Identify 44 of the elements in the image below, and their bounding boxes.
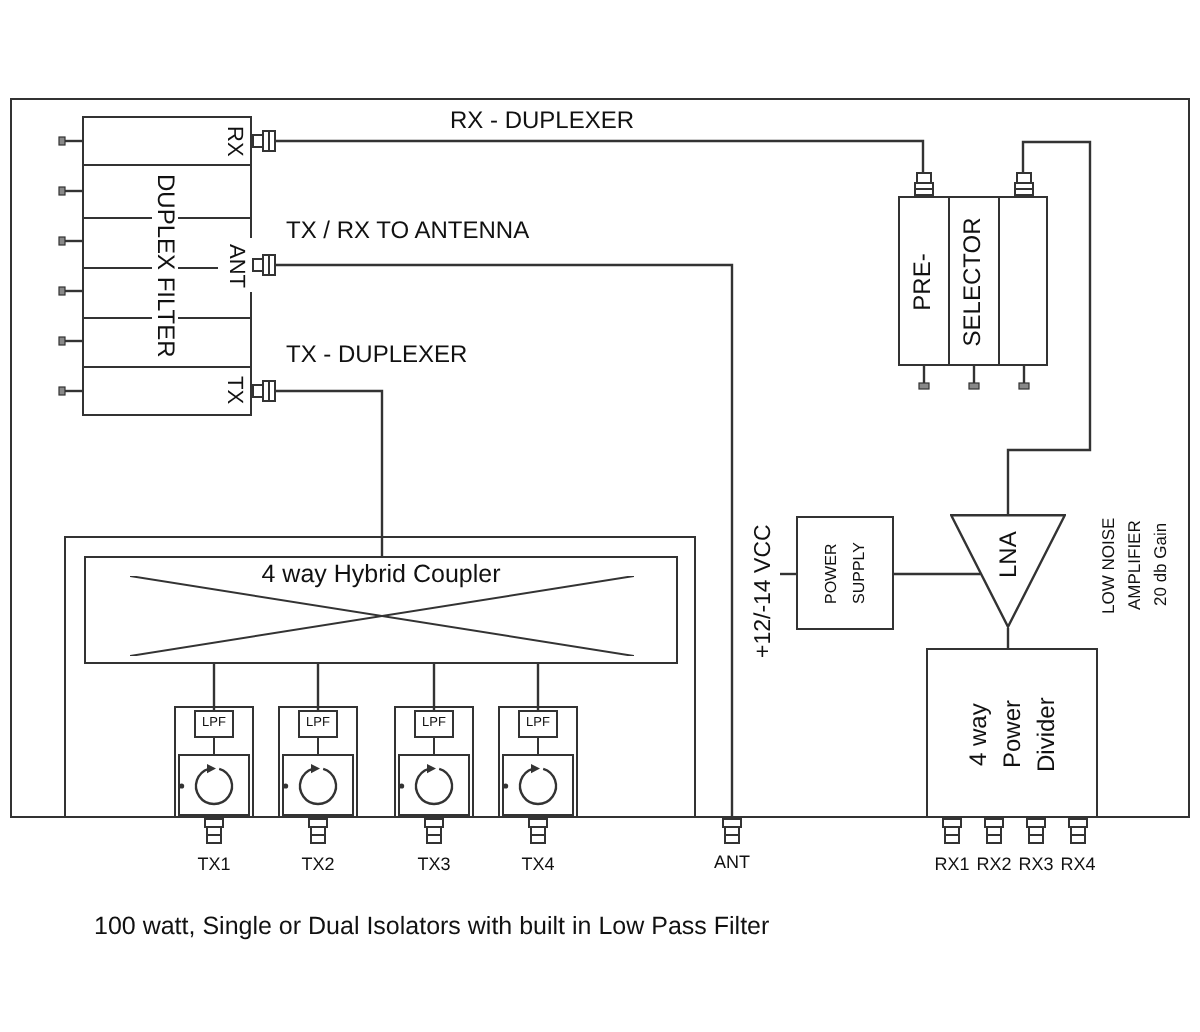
connector-line <box>276 389 384 556</box>
block-label: 4 way Power Divider <box>961 693 1061 775</box>
edge-label: TX - DUPLEXER <box>286 340 468 368</box>
connector-line <box>536 664 540 710</box>
connector-line <box>894 572 981 576</box>
port-label: RX3 <box>1018 854 1054 876</box>
port-label: TX1 <box>197 854 231 876</box>
block-label: SELECTOR <box>956 216 988 346</box>
block-label: POWER SUPPLY <box>819 540 869 608</box>
port-label: RX2 <box>976 854 1012 876</box>
connector-line <box>780 572 796 576</box>
connector-line <box>212 664 216 710</box>
caption: 100 watt, Single or Dual Isolators with built in Low Pass Filter <box>94 910 770 942</box>
coupler-enclosure <box>64 536 696 818</box>
port-label: TX <box>220 374 248 410</box>
block-label: LNA <box>992 528 1024 582</box>
port-label: RX4 <box>1060 854 1096 876</box>
port-label: TX2 <box>301 854 335 876</box>
connector-line <box>432 664 436 710</box>
port-label: ANT <box>714 852 750 874</box>
connector-line <box>1006 628 1010 648</box>
port-label: TX3 <box>417 854 451 876</box>
amplifier-note: LOW NOISE AMPLIFIER 20 db Gain <box>1096 514 1172 618</box>
hybrid-coupler-block <box>84 556 678 664</box>
edge-label: TX / RX TO ANTENNA <box>286 216 530 244</box>
isolator-block <box>498 706 578 818</box>
port-label: ANT <box>218 238 252 292</box>
power-divider-block <box>926 648 1098 818</box>
port-label: TX4 <box>521 854 555 876</box>
isolator-block <box>174 706 254 818</box>
block-label: 4 way Hybrid Coupler <box>257 560 505 590</box>
port-label: RX <box>220 123 248 161</box>
connector-line <box>276 263 734 818</box>
power-supply-block <box>796 516 894 630</box>
block-label: PRE- <box>906 252 938 310</box>
enclosure-frame <box>10 98 1190 818</box>
connector-line <box>1006 140 1092 514</box>
connector-line <box>316 664 320 710</box>
isolator-block <box>394 706 474 818</box>
voltage-label: +12/-14 VCC <box>748 522 780 662</box>
connector-line <box>276 139 925 172</box>
isolator-block <box>278 706 358 818</box>
port-label: RX1 <box>934 854 970 876</box>
edge-label: RX - DUPLEXER <box>450 106 635 134</box>
